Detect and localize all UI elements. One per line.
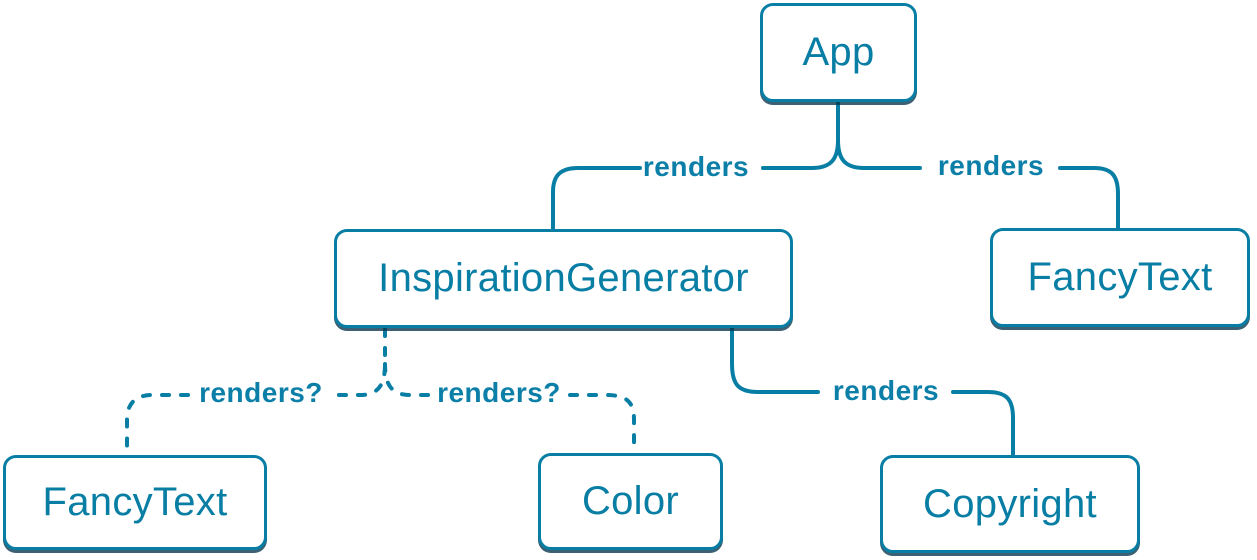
edge-app-inspirationgenerator-tail bbox=[551, 166, 642, 232]
edge-inspirationgenerator-color-dashed bbox=[383, 362, 430, 397]
edge-label-renders-right: renders bbox=[937, 150, 1045, 181]
edge-inspirationgenerator-copyright bbox=[730, 327, 820, 394]
edge-label-renders-question-right: renders? bbox=[437, 377, 561, 408]
node-inspiration-generator: InspirationGenerator bbox=[334, 229, 793, 328]
node-copyright-label: Copyright bbox=[923, 481, 1097, 526]
node-color: Color bbox=[538, 453, 723, 550]
edge-label-renders-copyright: renders bbox=[832, 375, 940, 406]
node-inspiration-generator-label: InspirationGenerator bbox=[378, 256, 749, 300]
node-copyright: Copyright bbox=[880, 455, 1140, 553]
edge-inspirationgenerator-copyright-tail bbox=[951, 390, 1015, 458]
node-fancy-text-top: FancyText bbox=[990, 228, 1250, 327]
edge-inspirationgenerator-fancytext-dashed-tail bbox=[125, 393, 190, 458]
node-fancy-text-bottom-label: FancyText bbox=[42, 480, 228, 524]
node-color-label: Color bbox=[581, 479, 680, 523]
edge-inspirationgenerator-color-dashed-tail bbox=[568, 393, 636, 456]
edge-inspirationgenerator-fancytext-dashed bbox=[334, 327, 387, 397]
edge-label-renders-question-left: renders? bbox=[199, 377, 323, 408]
edge-app-fancytext-tail bbox=[1058, 166, 1120, 231]
node-fancy-text-bottom: FancyText bbox=[3, 455, 267, 550]
node-fancy-text-top-label: FancyText bbox=[1027, 255, 1213, 299]
edge-app-fancytext bbox=[836, 138, 922, 170]
edge-label-renders-left: renders bbox=[642, 151, 750, 182]
node-app: App bbox=[760, 3, 917, 102]
edge-app-inspirationgenerator bbox=[761, 101, 840, 170]
node-app-label: App bbox=[802, 30, 875, 74]
